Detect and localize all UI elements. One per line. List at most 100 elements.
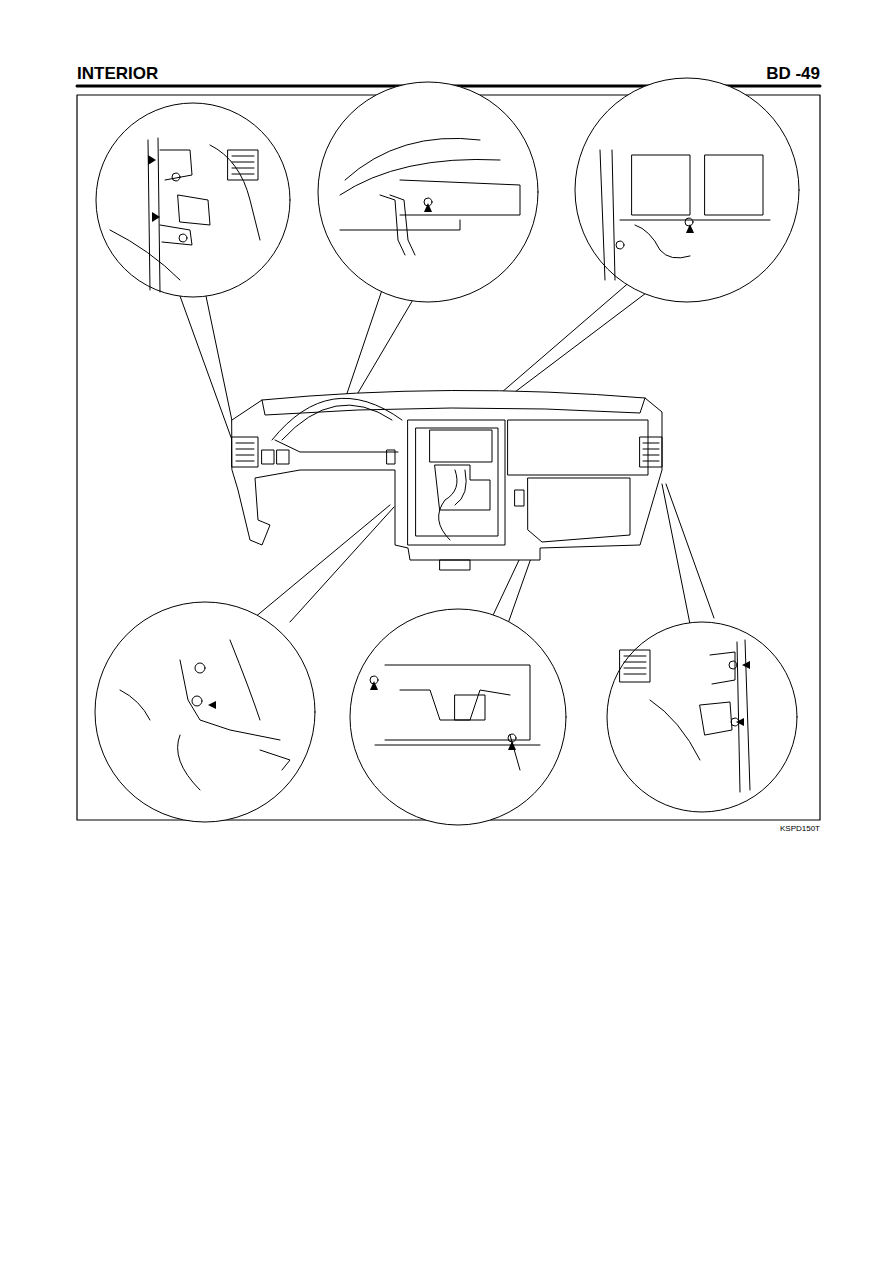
- illustration-stroke: [370, 681, 378, 690]
- illustration-stroke: [148, 155, 750, 750]
- illustration-stroke: [172, 173, 180, 181]
- illustration-stroke: [643, 443, 659, 444]
- illustration-stroke: [262, 398, 645, 415]
- illustration-stroke: [575, 78, 799, 302]
- illustration-stroke: [178, 195, 210, 225]
- illustration-stroke: [232, 156, 254, 157]
- page-number: BD -49: [766, 64, 820, 84]
- illustration-stroke: [632, 155, 690, 215]
- illustration-stroke: [620, 220, 770, 221]
- illustration-stroke: [160, 150, 192, 180]
- illustration-stroke: [236, 455, 254, 456]
- illustration-stroke: [666, 484, 714, 618]
- illustration-stroke: [208, 701, 216, 709]
- illustration-stroke: [635, 225, 690, 258]
- illustration-stroke: [515, 490, 524, 506]
- illustration-stroke: [387, 450, 395, 464]
- illustration-stroke: [380, 195, 405, 255]
- illustration-stroke: [210, 145, 260, 240]
- illustration-stroke: [345, 138, 480, 180]
- illustration-stroke: [455, 470, 466, 505]
- illustration-stroke: [178, 735, 201, 790]
- illustration-stroke: [77, 78, 820, 825]
- illustration-stroke: [440, 560, 470, 570]
- illustration-stroke: [710, 652, 735, 684]
- illustration-stroke: [277, 450, 289, 464]
- illustration-stroke: [236, 443, 254, 444]
- illustration-stroke: [232, 168, 254, 169]
- illustration-stroke: [624, 662, 646, 663]
- illustration-stroke: [742, 661, 750, 669]
- illustration-stroke: [232, 390, 662, 560]
- illustration-stroke: [318, 82, 538, 302]
- illustration-stroke: [508, 420, 648, 475]
- illustration-stroke: [424, 203, 432, 212]
- illustration-stroke: [179, 234, 187, 242]
- illustration-stroke: [508, 741, 516, 750]
- illustration-stroke: [408, 420, 505, 545]
- illustration-stroke: [650, 700, 700, 760]
- illustration-stroke: [643, 449, 659, 450]
- illustration-stroke: [206, 296, 236, 440]
- illustration-stroke: [180, 296, 232, 440]
- illustration-stroke: [236, 449, 254, 450]
- illustration-stroke: [110, 230, 180, 280]
- illustration-stroke: [643, 455, 659, 456]
- illustration-stroke: [686, 224, 694, 233]
- illustration-stroke: [729, 661, 737, 669]
- illustration-stroke: [272, 398, 402, 440]
- illustration-stroke: [640, 437, 662, 467]
- illustration-stroke: [400, 690, 510, 720]
- illustration-stroke: [158, 138, 160, 292]
- illustration-stroke: [232, 174, 254, 175]
- illustration-stroke: [195, 663, 205, 673]
- figure-code: KSPD150T: [780, 824, 820, 833]
- illustration-stroke: [508, 734, 516, 742]
- illustration-stroke: [624, 656, 646, 657]
- illustration-stroke: [455, 695, 485, 720]
- illustration-stroke: [232, 437, 258, 467]
- illustration-stroke: [439, 470, 457, 540]
- illustration-stroke: [230, 640, 260, 720]
- illustration-stroke: [350, 609, 566, 825]
- illustration-stroke: [624, 674, 646, 675]
- illustration-stroke: [340, 159, 500, 195]
- illustration-stroke: [228, 150, 258, 180]
- illustration-stroke: [236, 461, 254, 462]
- illustration-stroke: [430, 430, 492, 462]
- illustration-stroke: [600, 150, 605, 280]
- illustration-stroke: [260, 750, 290, 770]
- illustration-stroke: [375, 745, 540, 746]
- illustration-stroke: [700, 702, 732, 735]
- illustration-stroke: [262, 450, 274, 464]
- illustration-stroke: [152, 212, 160, 222]
- illustration-stroke: [624, 668, 646, 669]
- illustration-stroke: [705, 155, 763, 215]
- illustration-stroke: [275, 440, 398, 452]
- illustration-stroke: [120, 690, 150, 720]
- illustration-stroke: [612, 150, 615, 280]
- illustration-stroke: [400, 180, 520, 215]
- illustration-stroke: [616, 241, 624, 249]
- illustration-stroke: [662, 484, 690, 624]
- section-title: INTERIOR: [77, 64, 158, 84]
- illustration-stroke: [390, 195, 415, 255]
- illustration-stroke: [528, 478, 630, 542]
- illustration-stroke: [290, 507, 394, 622]
- illustration-stroke: [148, 155, 156, 165]
- illustration-stroke: [607, 622, 797, 812]
- illustration-stroke: [282, 405, 392, 440]
- illustration-stroke: [340, 220, 460, 230]
- illustration-stroke: [96, 103, 290, 297]
- illustration-stroke: [232, 162, 254, 163]
- illustration-stroke: [643, 461, 659, 462]
- illustration-stroke: [385, 665, 530, 740]
- illustration-stroke: [685, 218, 693, 226]
- illustration-stroke: [192, 696, 202, 706]
- illustration-stroke: [736, 718, 744, 726]
- illustration-stroke: [620, 650, 650, 682]
- illustration-stroke: [95, 602, 315, 822]
- illustration-stroke: [160, 225, 192, 245]
- illustration-stroke: [180, 660, 280, 740]
